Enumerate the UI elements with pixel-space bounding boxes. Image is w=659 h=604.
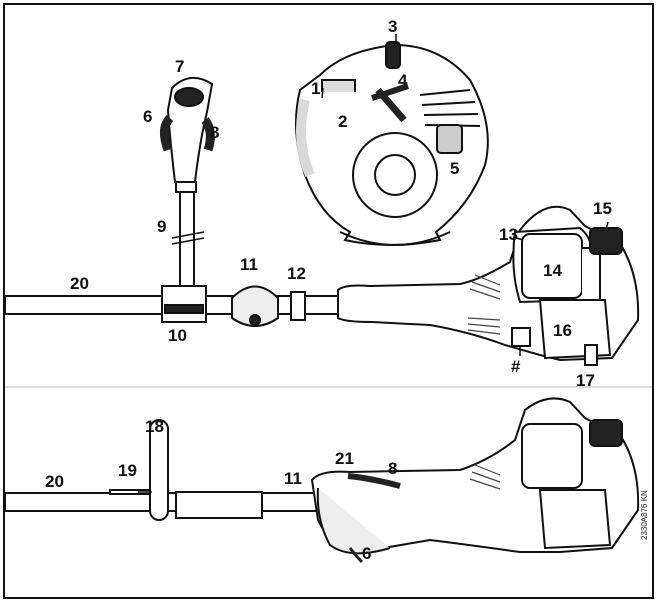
bottom-shaft xyxy=(4,419,326,521)
grip-handle-drawing xyxy=(160,77,215,288)
callout-17: 17 xyxy=(576,371,595,390)
callout-21: 21 xyxy=(335,449,354,468)
callout-15: 15 xyxy=(593,199,612,218)
callout-19: 19 xyxy=(118,461,137,480)
callout-4: 4 xyxy=(398,71,408,90)
callout-7: 7 xyxy=(175,57,185,76)
callout-20-top: 20 xyxy=(70,274,89,293)
callout-8-bottom: 8 xyxy=(388,459,398,478)
callout-14: 14 xyxy=(543,261,562,280)
callout-18: 18 xyxy=(145,417,164,436)
bottom-power-unit xyxy=(310,397,640,564)
callout-13: 13 xyxy=(499,225,518,244)
drawing-code: 2330A876 KN xyxy=(640,490,649,540)
callout-11: 11 xyxy=(240,255,258,274)
callout-9: 9 xyxy=(157,217,167,236)
callout-5: 5 xyxy=(450,159,460,178)
callout-1: 1 xyxy=(311,79,321,98)
engine-drawing xyxy=(295,41,489,246)
callout-2: 2 xyxy=(338,112,348,131)
callout-8: 8 xyxy=(210,123,220,142)
callout-3: 3 xyxy=(388,17,398,36)
callout-16: 16 xyxy=(553,321,572,340)
callout-hash: # xyxy=(511,357,521,376)
callout-6-bottom: 6 xyxy=(362,544,372,563)
callout-12: 12 xyxy=(287,264,306,283)
callout-10: 10 xyxy=(168,326,187,345)
leader-lines xyxy=(138,34,609,493)
top-power-unit xyxy=(337,205,640,366)
callout-11-bottom: 11 xyxy=(284,469,302,488)
callout-20-bottom: 20 xyxy=(45,472,64,491)
top-shaft xyxy=(4,285,346,327)
callout-6: 6 xyxy=(143,107,153,126)
